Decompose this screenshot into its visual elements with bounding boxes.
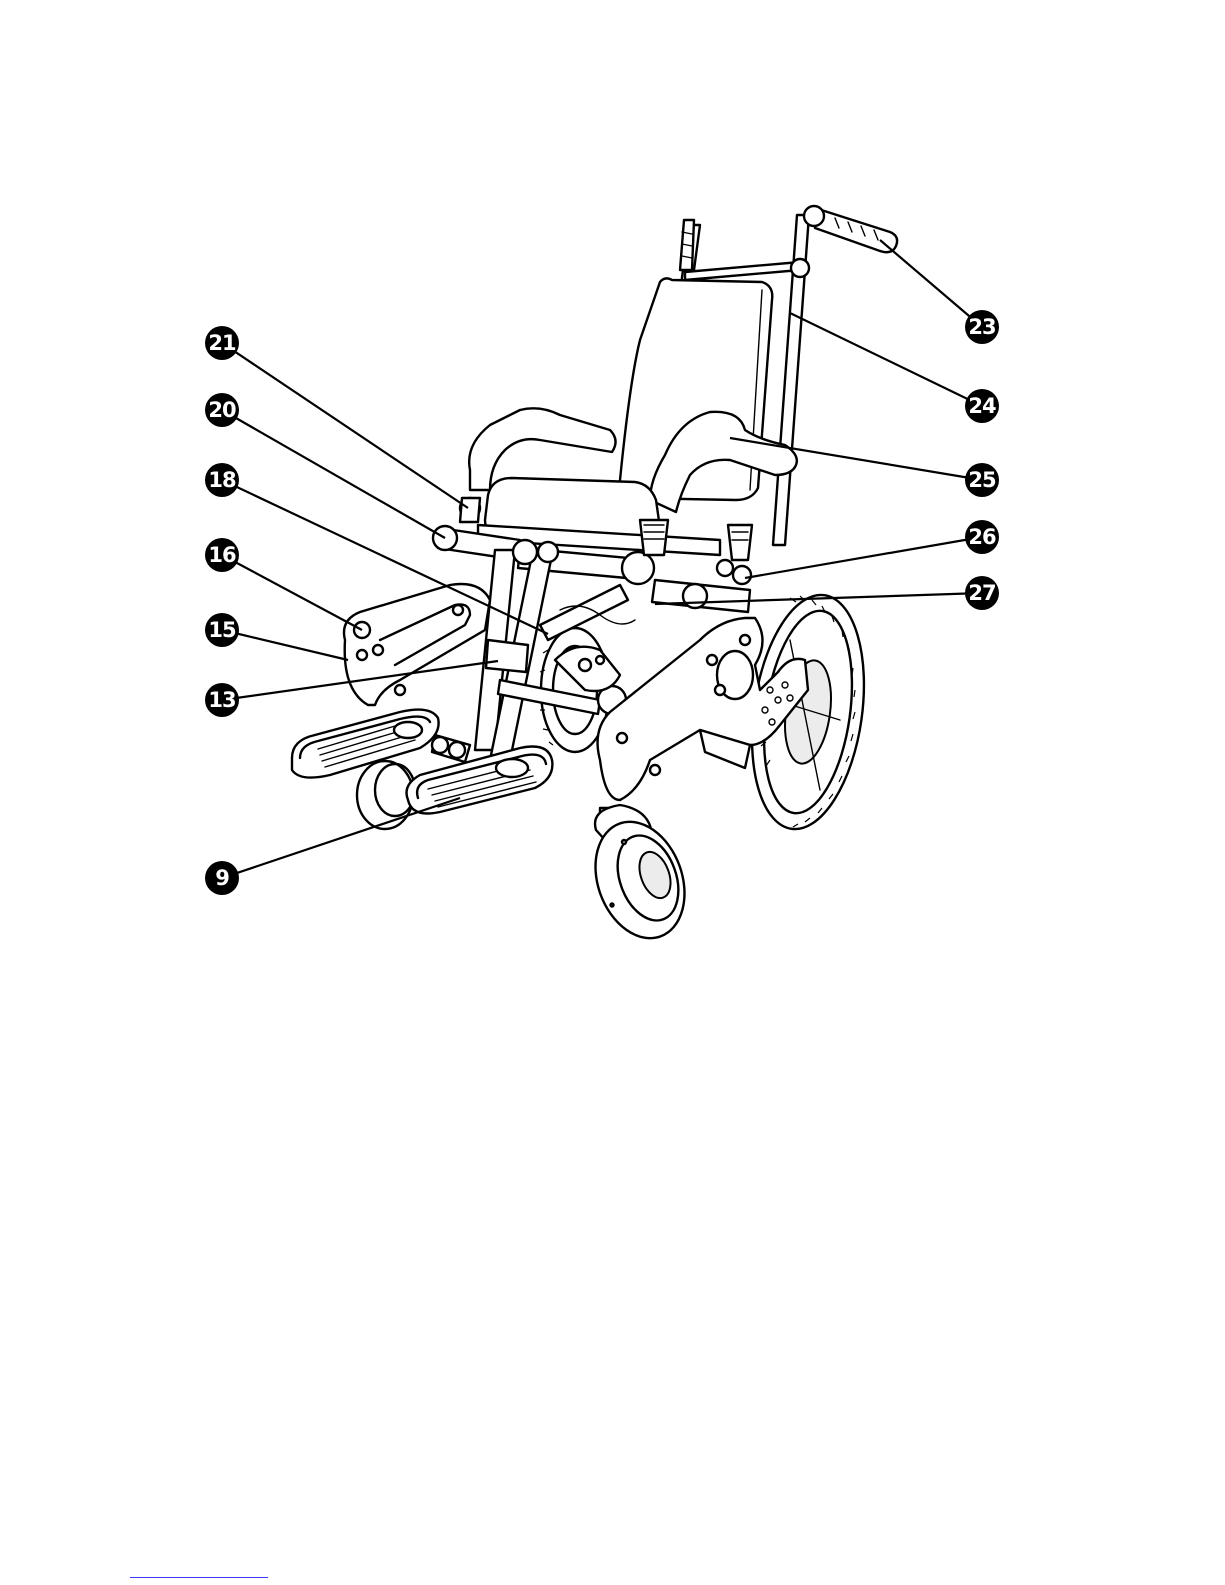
callout-15-label: 15: [208, 618, 236, 642]
leader-20: [222, 410, 445, 538]
callout-9-label: 9: [215, 866, 229, 890]
front-legs: [475, 540, 558, 760]
callout-20: 20: [205, 393, 239, 427]
callout-24-label: 24: [968, 394, 996, 418]
callout-15: 15: [205, 613, 239, 647]
footer-underline: [130, 1577, 268, 1578]
leader-9: [222, 798, 460, 878]
callout-27: 27: [965, 576, 999, 610]
callout-21: 21: [205, 326, 239, 360]
callout-16-label: 16: [208, 543, 236, 567]
callout-24: 24: [965, 389, 999, 423]
front-caster-wheel: [580, 805, 700, 951]
callout-26: 26: [965, 520, 999, 554]
callout-26-label: 26: [968, 525, 996, 549]
callout-25-label: 25: [968, 468, 996, 492]
callout-27-label: 27: [968, 581, 995, 605]
callout-18: 18: [205, 463, 239, 497]
callout-21-label: 21: [208, 331, 236, 355]
wheelchair-illustration: [292, 206, 897, 951]
leader-23: [880, 240, 982, 327]
callout-23: 23: [965, 310, 999, 344]
leader-15: [222, 630, 348, 660]
callout-23-label: 23: [968, 315, 995, 339]
callout-13: 13: [205, 683, 239, 717]
leader-21: [222, 343, 468, 508]
callout-16: 16: [205, 538, 239, 572]
callout-9: 9: [205, 861, 239, 895]
leader-24: [790, 313, 982, 406]
callout-25: 25: [965, 463, 999, 497]
callout-20-label: 20: [208, 398, 236, 422]
callout-13-label: 13: [208, 688, 235, 712]
left-side-frame: [344, 584, 490, 705]
leader-16: [222, 555, 362, 630]
callout-18-label: 18: [208, 468, 236, 492]
